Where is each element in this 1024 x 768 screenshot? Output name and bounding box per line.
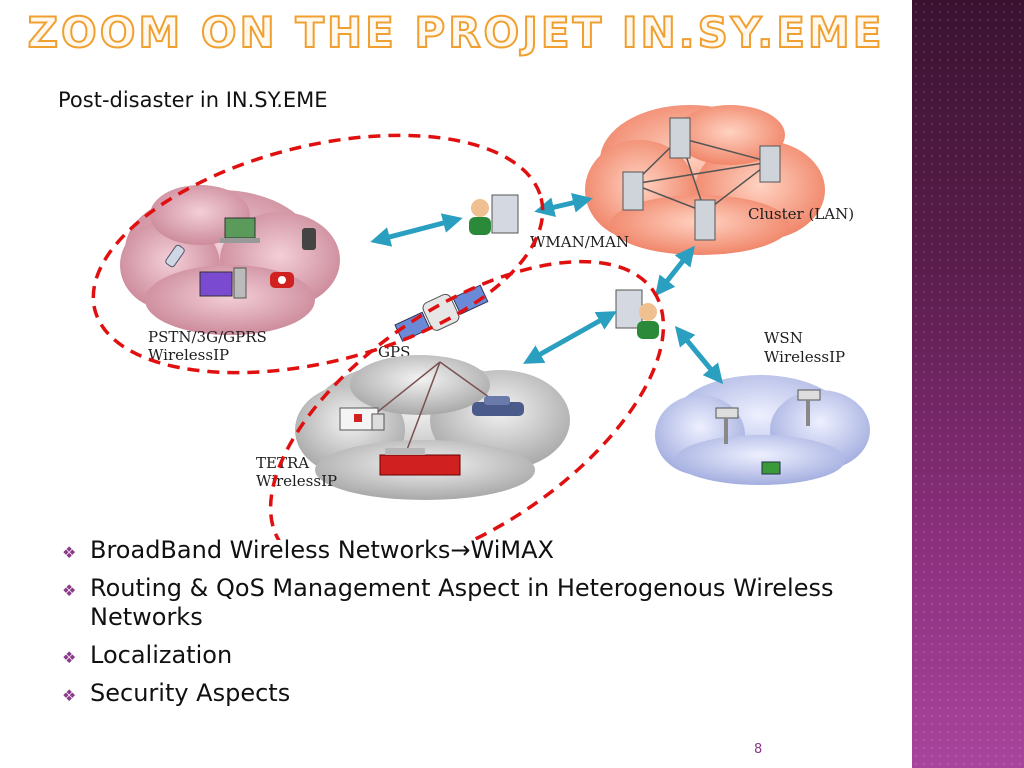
bullet-text: Security Aspects xyxy=(90,679,291,707)
wsn-sublabel: WirelessIP xyxy=(764,348,845,366)
pstn-sublabel: WirelessIP xyxy=(148,346,229,364)
telephone-icon xyxy=(270,272,294,288)
phone-icon xyxy=(165,244,185,268)
bullet-text: BroadBand Wireless Networks→WiMAX xyxy=(90,536,554,564)
network-diagram: PSTN/3G/GPRS WirelessIP Cluster (LAN) WM… xyxy=(91,105,870,540)
gateway-user-icon xyxy=(615,289,659,339)
server-icon xyxy=(669,117,691,159)
police-car-icon xyxy=(472,396,524,416)
cluster-label: Cluster (LAN) xyxy=(748,205,854,223)
server-icon xyxy=(759,145,781,183)
bullet-item: ❖ BroadBand Wireless Networks→WiMAX xyxy=(62,536,842,565)
bullet-item: ❖ Localization xyxy=(62,641,842,670)
sensor-node-icon xyxy=(761,461,781,475)
diamond-bullet-icon: ❖ xyxy=(62,686,77,705)
gateway-user-icon xyxy=(469,194,519,235)
diamond-bullet-icon: ❖ xyxy=(62,543,77,562)
sensor-camera-icon xyxy=(715,407,739,444)
pstn-cloud xyxy=(120,185,340,335)
diamond-bullet-icon: ❖ xyxy=(62,581,77,600)
bullet-text: Routing & QoS Management Aspect in Heter… xyxy=(90,574,834,631)
slide-subtitle: Post-disaster in IN.SY.EME xyxy=(58,88,328,112)
decorative-side-panel xyxy=(912,0,1024,768)
slide-title: ZOOM ON THE PROJET IN.SY.EME xyxy=(27,7,885,58)
wman-label: WMAN/MAN xyxy=(530,233,629,251)
bullet-text: Localization xyxy=(90,641,233,669)
link-arrows xyxy=(370,192,724,385)
pstn-label: PSTN/3G/GPRS xyxy=(148,328,267,346)
bullet-item: ❖ Routing & QoS Management Aspect in Hete… xyxy=(62,574,842,632)
sensor-camera-icon xyxy=(797,389,821,426)
server-icon xyxy=(694,199,716,241)
tetra-cloud xyxy=(295,355,570,500)
laptop-icon xyxy=(220,217,260,243)
highlight-ellipse-pstn xyxy=(91,133,545,375)
header-band xyxy=(0,0,912,78)
fire-truck-icon xyxy=(379,448,461,476)
bullet-item: ❖ Security Aspects xyxy=(62,679,842,708)
server-icon xyxy=(622,171,644,211)
page-number: 8 xyxy=(754,742,763,757)
ambulance-icon xyxy=(339,407,385,431)
tetra-sublabel: WirelessIP xyxy=(256,472,337,490)
mobile-phone-icon xyxy=(302,228,316,250)
bullet-list: ❖ BroadBand Wireless Networks→WiMAX ❖ Rout… xyxy=(62,536,842,717)
gps-satellite-icon xyxy=(394,284,489,342)
wsn-label: WSN xyxy=(764,329,803,347)
highlight-ellipse-tetra xyxy=(268,259,666,540)
diamond-bullet-icon: ❖ xyxy=(62,648,77,667)
computer-icon xyxy=(199,267,247,299)
